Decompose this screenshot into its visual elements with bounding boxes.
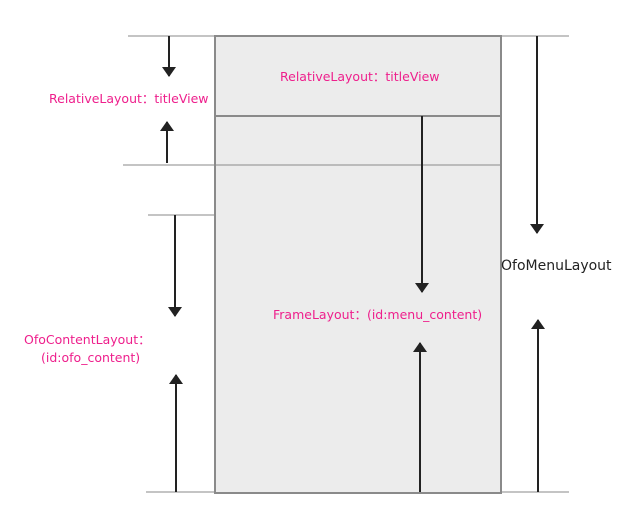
label-frame-layout: FrameLayout：(id:menu_content) [273,307,482,322]
label-title-view-left: RelativeLayout：titleView [49,91,209,106]
label-ofo-menu-layout: OfoMenuLayout [501,258,612,274]
label-ofo-content-line2: (id:ofo_content) [41,350,140,365]
frame-layout-box [214,35,502,494]
label-title-view-inner: RelativeLayout：titleView [280,69,440,84]
label-ofo-content-line1: OfoContentLayout： [24,332,151,347]
